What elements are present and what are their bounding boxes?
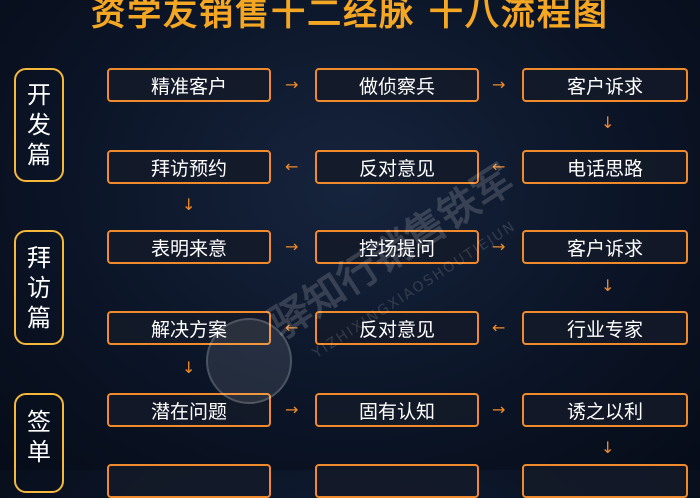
arrow-right-icon: → [492, 75, 506, 94]
node-phone-approach: 电话思路 [522, 150, 688, 184]
node-partial [522, 464, 688, 498]
node-potential-problem: 潜在问题 [107, 393, 271, 427]
arrow-right-icon: → [285, 237, 299, 256]
watermark-seal-logo [206, 318, 292, 404]
node-control-questions: 控场提问 [315, 230, 479, 264]
arrow-down-icon: ↓ [182, 195, 196, 214]
node-objection: 反对意见 [315, 150, 479, 184]
page-title: 资学友销售十二经脉 十八流程图 [91, 0, 609, 34]
node-visit-appointment: 拜访预约 [107, 150, 271, 184]
arrow-left-icon: ← [492, 318, 506, 337]
node-lure-with-benefit: 诱之以利 [522, 393, 688, 427]
arrow-down-icon: ↓ [182, 358, 196, 377]
node-precise-customer: 精准客户 [107, 68, 271, 102]
node-industry-expert: 行业专家 [522, 311, 688, 345]
phase-signing: 签 单 [14, 393, 64, 493]
phase-char: 发 [27, 111, 51, 139]
phase-char: 访 [27, 273, 51, 302]
arrow-down-icon: ↓ [601, 438, 615, 457]
phase-char: 拜 [27, 243, 51, 272]
phase-char: 篇 [27, 141, 51, 169]
arrow-left-icon: ← [492, 157, 506, 176]
arrow-down-icon: ↓ [601, 276, 615, 295]
phase-char: 签 [27, 408, 51, 436]
arrow-left-icon: ← [285, 318, 299, 337]
node-fixed-perception: 固有认知 [315, 393, 479, 427]
node-customer-demand: 客户诉求 [522, 68, 688, 102]
arrow-right-icon: → [285, 75, 299, 94]
node-partial [315, 464, 479, 498]
node-customer-demand: 客户诉求 [522, 230, 688, 264]
phase-char: 开 [27, 81, 51, 109]
node-objection: 反对意见 [315, 311, 479, 345]
phase-visit: 拜 访 篇 [14, 230, 64, 345]
node-partial [107, 464, 271, 498]
phase-development: 开 发 篇 [14, 68, 64, 182]
arrow-right-icon: → [492, 237, 506, 256]
node-scout: 做侦察兵 [315, 68, 479, 102]
phase-char: 单 [27, 438, 51, 466]
arrow-right-icon: → [492, 400, 506, 419]
arrow-right-icon: → [285, 400, 299, 419]
arrow-down-icon: ↓ [601, 113, 615, 132]
arrow-left-icon: ← [285, 157, 299, 176]
node-state-purpose: 表明来意 [107, 230, 271, 264]
phase-char: 篇 [27, 303, 51, 332]
